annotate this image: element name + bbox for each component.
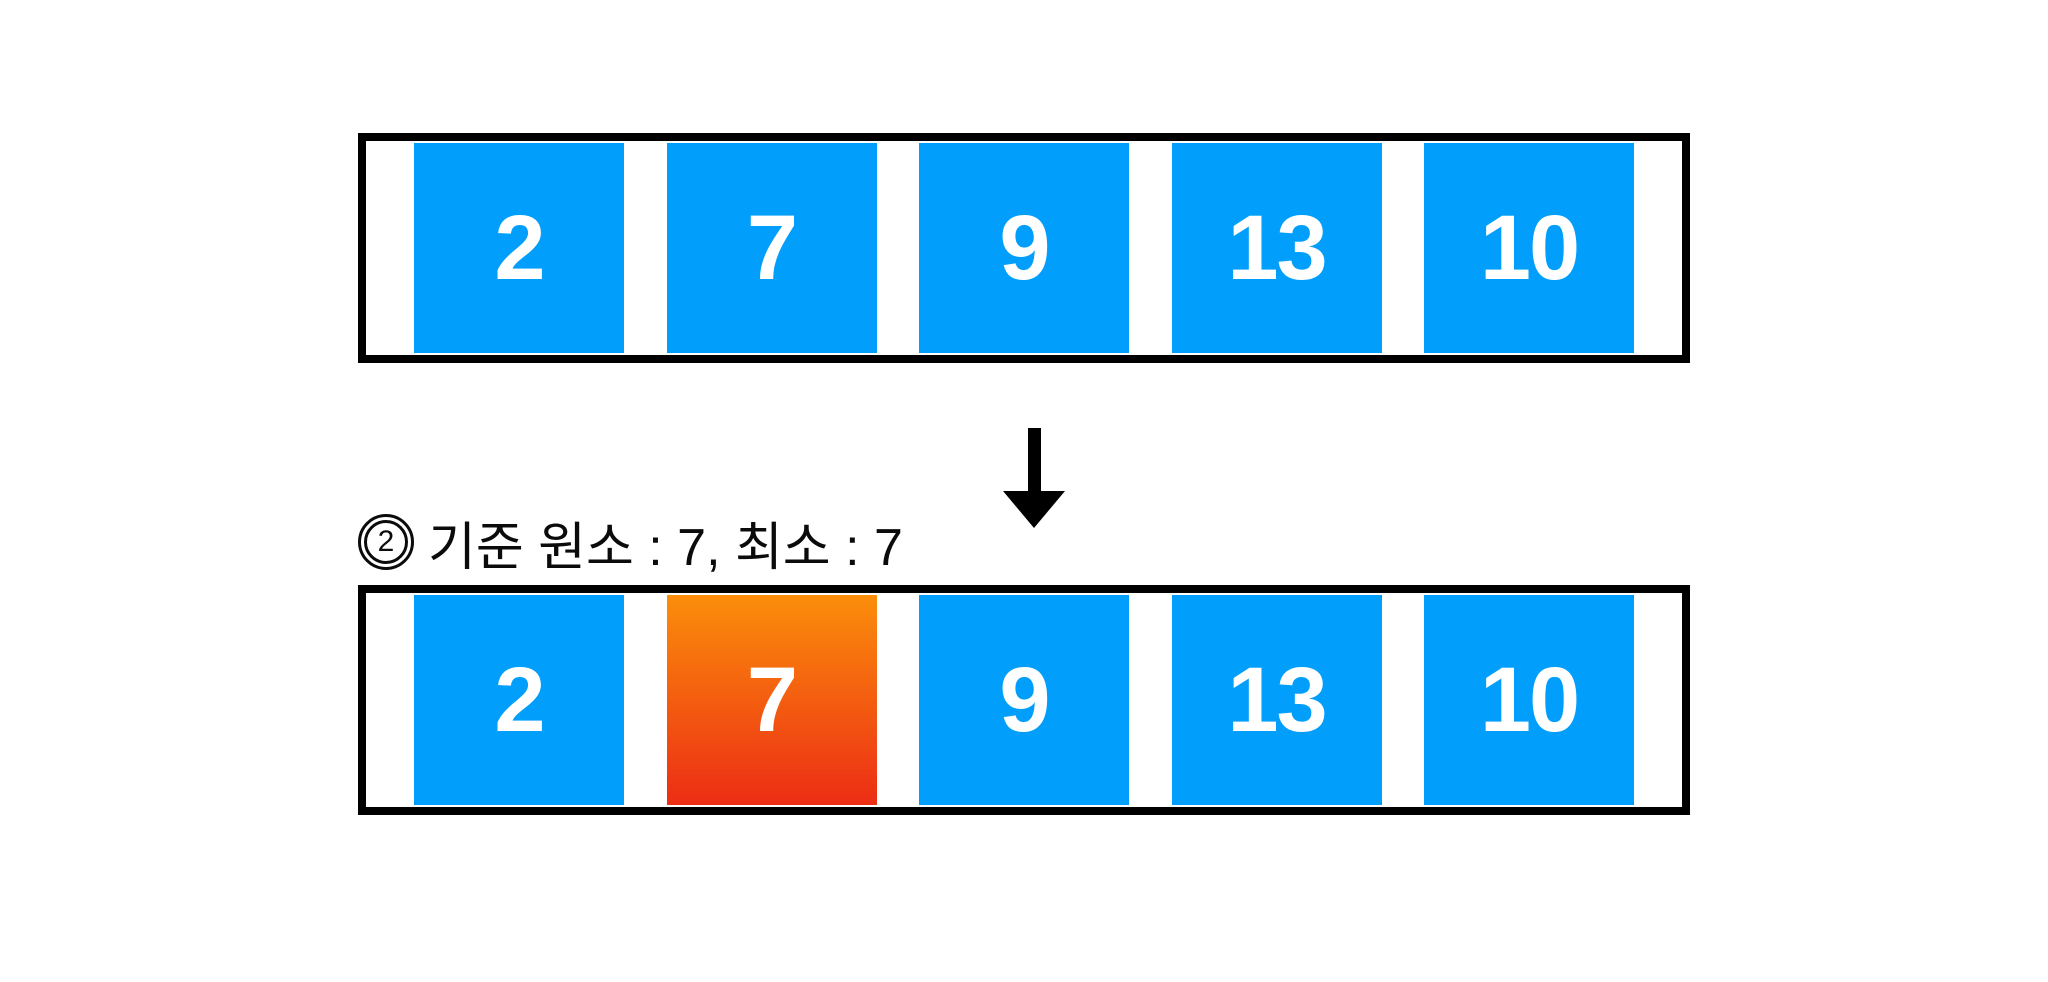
array-cell: 2: [414, 143, 624, 353]
step-label-text: 기준 원소 : 7, 최소 : 7: [428, 518, 903, 577]
array-cell: 10: [1424, 143, 1634, 353]
array-after: 2 7 9 13 10: [358, 585, 1690, 815]
circled-step-number-icon: 2: [358, 514, 414, 570]
array-cell: 13: [1171, 595, 1382, 805]
array-cell: 2: [414, 595, 624, 805]
step-label: 2 기준 원소 : 7, 최소 : 7: [358, 506, 903, 578]
array-cell: 9: [919, 595, 1129, 805]
array-cell: 13: [1171, 143, 1382, 353]
array-cell: 10: [1424, 595, 1634, 805]
circled-step-number-value: 2: [364, 520, 408, 564]
array-cell: 9: [919, 143, 1129, 353]
down-arrow-shaft: [1027, 428, 1041, 491]
array-before: 2 7 9 13 10: [358, 133, 1690, 363]
array-cell: 7: [666, 595, 877, 805]
down-arrow-head: [1003, 491, 1065, 528]
array-cell: 7: [666, 143, 877, 353]
down-arrow-icon: [1003, 428, 1065, 528]
